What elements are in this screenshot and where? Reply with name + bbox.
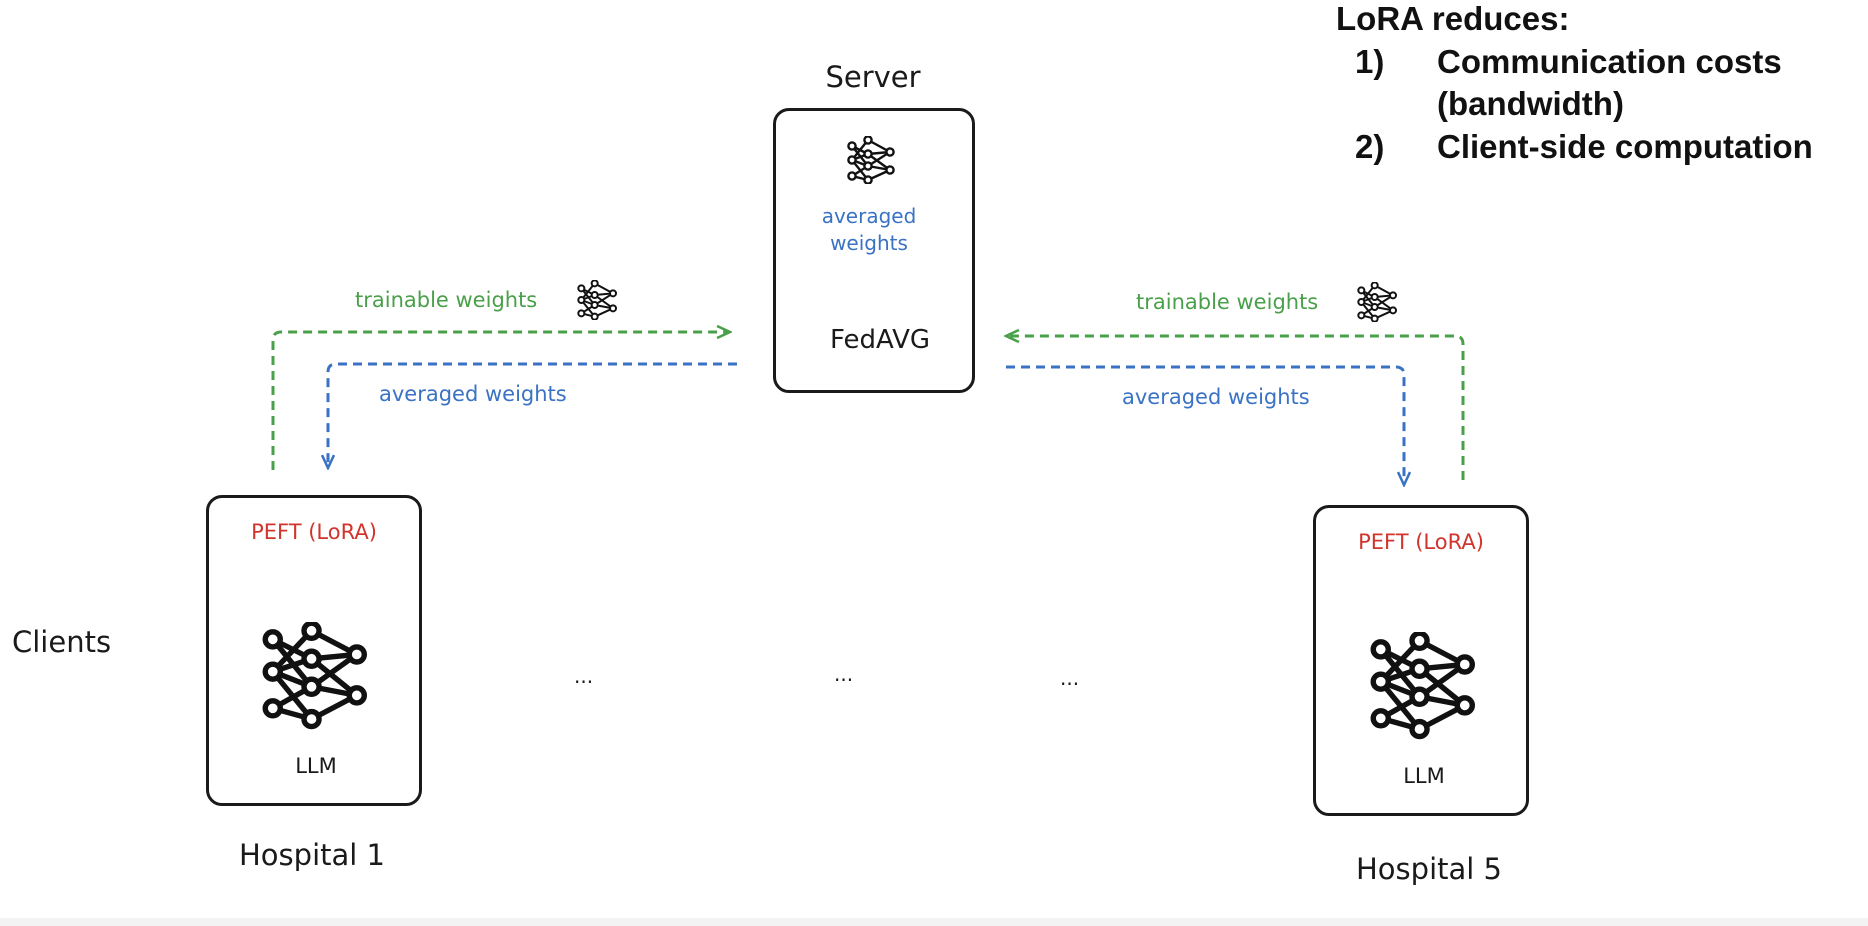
hospital-1-name: Hospital 1 — [239, 838, 385, 872]
network-node — [262, 698, 283, 719]
server-method: FedAVG — [829, 325, 931, 355]
notes-title: LoRA reduces: — [1336, 0, 1570, 37]
network-node — [1370, 282, 1379, 290]
left-averaged-label: averaged weights — [379, 382, 567, 406]
server-title: Server — [825, 60, 921, 94]
bottom-strip — [0, 918, 1868, 926]
network-node — [1370, 302, 1379, 311]
network-node — [609, 289, 618, 298]
notes-item-2-number: 2) — [1355, 128, 1385, 165]
network-node — [1389, 306, 1398, 315]
left-trainable-arrow — [271, 332, 730, 470]
left-averaged-arrow — [328, 362, 737, 468]
network-node — [1409, 718, 1430, 740]
network-node — [590, 312, 599, 320]
network-node — [863, 136, 873, 145]
hospital-1-peft-label: PEFT (LoRA) — [251, 520, 377, 544]
network-node — [590, 300, 599, 309]
hospital-5-network-icon — [1370, 632, 1475, 740]
server-averaged-line2: weights — [830, 231, 908, 255]
right-trainable-label: trainable weights — [1136, 290, 1319, 314]
hospital-1-model-label: LLM — [295, 754, 337, 778]
network-node — [847, 141, 857, 151]
hospital-5-name: Hospital 5 — [1356, 852, 1502, 886]
right-trainable-network-icon — [1357, 282, 1398, 322]
network-node — [863, 175, 873, 184]
server-network-icon — [847, 136, 895, 184]
notes-item-1-text-line2: (bandwidth) — [1437, 85, 1624, 122]
network-node — [1370, 292, 1379, 301]
ellipsis-1: ... — [574, 664, 594, 688]
network-node — [1454, 695, 1475, 716]
network-node — [1370, 671, 1391, 692]
network-node — [577, 284, 586, 293]
network-node — [262, 629, 283, 650]
network-node — [1409, 658, 1430, 680]
network-node — [885, 147, 895, 157]
network-node — [885, 165, 895, 175]
network-node — [1357, 297, 1366, 306]
network-node — [262, 661, 283, 682]
network-node — [863, 161, 873, 171]
network-node — [1389, 291, 1398, 300]
right-averaged-arrow — [1006, 365, 1404, 485]
network-node — [301, 676, 322, 698]
network-node — [301, 708, 322, 730]
network-node — [847, 171, 857, 181]
network-node — [1409, 686, 1430, 708]
server-box — [773, 108, 975, 393]
left-trainable-network-icon — [577, 280, 618, 320]
notes-item-2-text-line1: Client-side computation — [1437, 128, 1813, 165]
network-node — [847, 155, 857, 165]
network-node — [301, 622, 322, 641]
hospital-5-model-label: LLM — [1403, 764, 1445, 788]
network-node — [609, 304, 618, 313]
hospital-1-network-icon — [262, 622, 367, 730]
notes-item-1-number: 1) — [1355, 43, 1385, 80]
network-node — [1357, 286, 1366, 295]
clients-label: Clients — [12, 625, 112, 659]
right-averaged-label: averaged weights — [1122, 385, 1310, 409]
network-node — [301, 648, 322, 670]
server-averaged-line1: averaged — [821, 204, 917, 228]
network-node — [1370, 314, 1379, 322]
hospital-5-peft-label: PEFT (LoRA) — [1358, 530, 1484, 554]
network-node — [577, 309, 586, 318]
network-node — [590, 280, 599, 288]
network-node — [590, 290, 599, 299]
network-node — [1357, 311, 1366, 320]
right-trainable-arrow — [1006, 336, 1465, 480]
network-node — [1370, 639, 1391, 660]
network-node — [346, 685, 367, 706]
network-node — [1409, 632, 1430, 651]
ellipsis-3: ... — [1060, 666, 1080, 690]
network-node — [1454, 654, 1475, 675]
network-node — [577, 295, 586, 304]
network-node — [1370, 708, 1391, 729]
network-node — [346, 644, 367, 665]
notes-item-1-text-line1: Communication costs — [1437, 43, 1782, 80]
network-node — [863, 149, 873, 159]
left-trainable-label: trainable weights — [355, 288, 538, 312]
ellipsis-2: ... — [834, 662, 854, 686]
